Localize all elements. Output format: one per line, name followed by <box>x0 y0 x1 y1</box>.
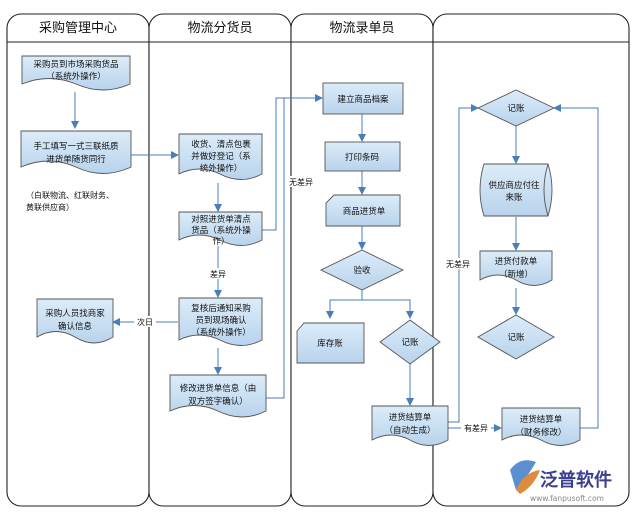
node-settlement-auto-line-2: （自动生成） <box>384 425 435 436</box>
node-settlement-modify[interactable]: 进货结算单 （财务修改） <box>501 407 581 446</box>
lane-title-distribution: 物流分货员 <box>187 20 252 36</box>
node-settlement-modify-line-1: 进货结算单 <box>520 414 563 425</box>
node-settlement-modify-line-2: （财务修改） <box>515 427 566 438</box>
node-notify-buyer-line-1: 复核后通知采购 <box>191 303 251 314</box>
node-bookkeeping-top[interactable]: 记账 <box>476 89 556 127</box>
node-create-archive-label: 建立商品档案 <box>337 94 389 105</box>
node-goods-receipt[interactable]: 商品进货单 <box>325 194 401 227</box>
edge-label-next-day: 次日 <box>137 317 153 327</box>
edge-label-has-diff: 有差异 <box>464 423 488 433</box>
node-modify-receipt-line-1: 修改进货单信息（由 <box>180 383 257 394</box>
edge-label-no-diff-entry: 无差异 <box>289 177 313 187</box>
node-receive-goods[interactable]: 收货、清点包裹 并做好登记（系 统外操作） <box>178 133 263 180</box>
node-modify-receipt[interactable]: 修改进货单信息（由 双方签字确认） <box>169 374 267 418</box>
node-payment-new-line-2: （新增） <box>499 269 533 280</box>
node-supplier-payable-line-1: 供应商应付往 <box>488 180 540 191</box>
node-fill-triple-form-line-1: 手工填写一式三联纸质 <box>33 141 119 152</box>
edge-modify-to-archive <box>266 97 322 399</box>
node-goods-receipt-label: 商品进货单 <box>343 206 386 217</box>
lane-title-entry: 物流录单员 <box>329 21 394 36</box>
node-print-barcode[interactable]: 打印条码 <box>324 141 401 172</box>
node-inventory-account[interactable]: 库存账 <box>296 322 365 364</box>
node-notify-buyer-line-3: （系统外操作） <box>191 327 251 338</box>
node-payment-new[interactable]: 进货付款单 （新增） <box>479 250 553 286</box>
node-receive-goods-line-1: 收货、清点包裹 <box>191 139 251 150</box>
edge-accept-to-bookkeeping <box>361 290 414 319</box>
edge-label-diff: 差异 <box>210 269 226 279</box>
lane-title-purchasing: 采购管理中心 <box>39 20 117 36</box>
edge-label-no-diff-finance: 无差异 <box>446 259 470 269</box>
node-modify-receipt-line-2: 双方签字确认） <box>188 396 248 407</box>
node-create-archive[interactable]: 建立商品档案 <box>322 82 404 115</box>
nodes: 采购员到市场采购货品 （系统外操作） 手工填写一式三联纸质 进货单随货同行 （白… <box>20 55 581 446</box>
lane-purchasing <box>6 13 150 507</box>
node-supplier-payable[interactable]: 供应商应付往 来账 <box>479 163 553 217</box>
node-notify-buyer[interactable]: 复核后通知采购 员到现场确认 （系统外操作） <box>178 297 263 346</box>
node-acceptance-label: 验收 <box>353 265 371 276</box>
node-buyer-confirm[interactable]: 采购人员找商家 确认信息 <box>36 298 114 344</box>
edge-labels: 无差异 差异 次日 无差异 有差异 <box>134 176 491 433</box>
node-check-goods-line-1: 对照进货单清点 <box>191 214 251 225</box>
node-bookkeeping-entry-label: 记账 <box>401 338 419 348</box>
lane-distribution <box>148 13 292 507</box>
edge-modify-settlement-loop <box>553 104 599 429</box>
node-bookkeeping-entry[interactable]: 记账 <box>379 319 441 365</box>
triple-form-note-line-2: 黄联供应商） <box>26 202 74 212</box>
node-buy-goods-line-1: 采购员到市场采购货品 <box>33 59 118 70</box>
node-bookkeeping-bottom-label: 记账 <box>507 333 525 343</box>
node-check-goods-line-2: 货品（系统外操 <box>191 225 251 236</box>
node-fill-triple-form-line-2: 进货单随货同行 <box>46 154 106 165</box>
node-check-goods[interactable]: 对照进货单清点 货品（系统外操 作） <box>178 211 263 247</box>
brand-logo-icon <box>510 460 540 494</box>
node-buyer-confirm-line-1: 采购人员找商家 <box>45 308 105 319</box>
node-print-barcode-label: 打印条码 <box>345 152 379 163</box>
triple-form-note-line-1: （白联物流、红联财务、 <box>26 190 114 200</box>
node-inventory-account-label: 库存账 <box>317 338 343 349</box>
node-payment-new-line-1: 进货付款单 <box>495 256 538 267</box>
brand-logo-name: 泛普软件 <box>540 469 612 491</box>
node-receive-goods-line-3: 统外操作） <box>200 163 243 174</box>
node-settlement-auto-line-1: 进货结算单 <box>389 412 432 423</box>
node-check-goods-line-3: 作） <box>212 236 229 247</box>
node-notify-buyer-line-2: 员到现场确认 <box>195 315 247 326</box>
brand-logo: 泛普软件 www.fanpusoft.com <box>510 460 612 503</box>
node-buyer-confirm-line-2: 确认信息 <box>58 321 93 332</box>
node-bookkeeping-top-label: 记账 <box>507 104 525 114</box>
node-fill-triple-form[interactable]: 手工填写一式三联纸质 进货单随货同行 <box>20 130 132 174</box>
brand-logo-url: www.fanpusoft.com <box>530 494 604 503</box>
node-acceptance[interactable]: 验收 <box>319 249 405 291</box>
node-buy-goods[interactable]: 采购员到市场采购货品 （系统外操作） <box>21 55 131 91</box>
node-settlement-auto[interactable]: 进货结算单 （自动生成） <box>371 405 449 446</box>
node-bookkeeping-bottom[interactable]: 记账 <box>477 314 555 360</box>
node-buy-goods-line-2: （系统外操作） <box>46 71 106 82</box>
node-supplier-payable-line-2: 来账 <box>505 193 523 203</box>
node-receive-goods-line-2: 并做好登记（系 <box>191 151 251 162</box>
